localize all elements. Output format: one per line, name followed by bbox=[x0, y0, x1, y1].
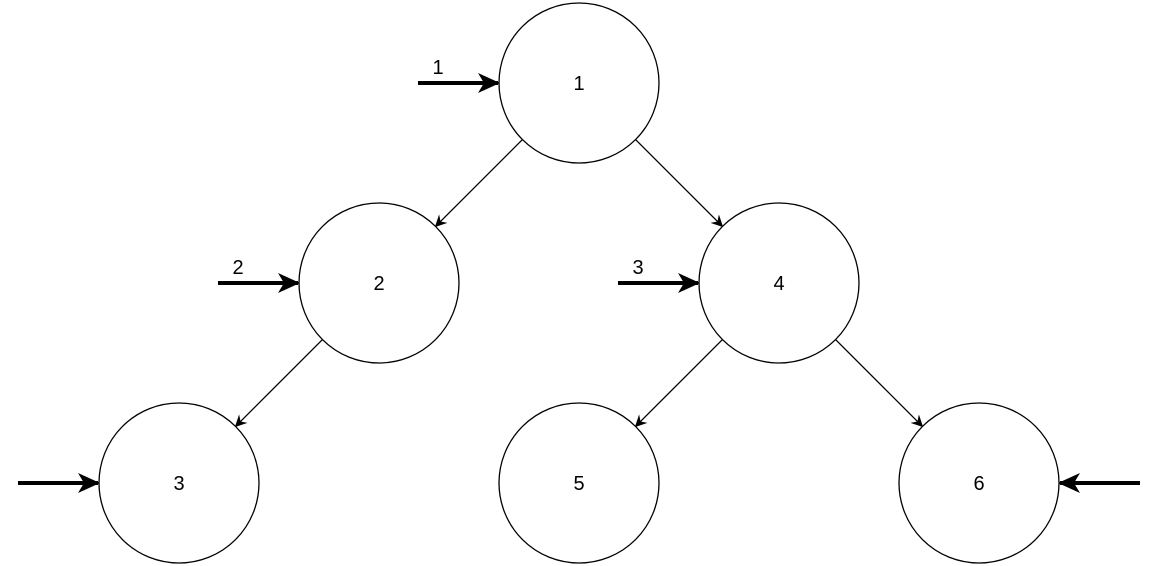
node-label: 2 bbox=[373, 273, 384, 295]
node-circle bbox=[498, 2, 660, 164]
node-circle bbox=[698, 202, 860, 364]
node-3: 3 bbox=[98, 402, 260, 564]
pointer-to-node-4: 3 bbox=[618, 257, 700, 293]
node-label: 1 bbox=[573, 73, 584, 95]
node-6: 6 bbox=[898, 402, 1060, 564]
edge-1-to-4 bbox=[635, 139, 724, 228]
edges-layer bbox=[234, 139, 924, 428]
node-label: 5 bbox=[573, 473, 584, 495]
node-label: 4 bbox=[773, 273, 784, 295]
pointer-to-node-2: 2 bbox=[218, 257, 300, 293]
node-circle bbox=[898, 402, 1060, 564]
edge-2-to-3 bbox=[234, 339, 323, 428]
node-label: 3 bbox=[173, 473, 184, 495]
pointer-to-node-1: 1 bbox=[418, 57, 500, 93]
node-circle bbox=[498, 402, 660, 564]
node-circle bbox=[98, 402, 260, 564]
nodes-layer: 1 2 4 3 5 6 bbox=[98, 2, 1060, 564]
pointer-label: 2 bbox=[232, 257, 243, 279]
node-2: 2 bbox=[298, 202, 460, 364]
edge-4-to-6 bbox=[835, 339, 924, 428]
edge-1-to-2 bbox=[434, 139, 523, 228]
node-5: 5 bbox=[498, 402, 660, 564]
pointers-layer: 1 2 3 bbox=[18, 57, 1140, 493]
node-label: 6 bbox=[973, 473, 984, 495]
pointer-label: 1 bbox=[432, 57, 443, 79]
node-4: 4 bbox=[698, 202, 860, 364]
node-1: 1 bbox=[498, 2, 660, 164]
node-circle bbox=[298, 202, 460, 364]
pointer-label: 3 bbox=[632, 257, 643, 279]
edge-4-to-5 bbox=[634, 339, 723, 428]
